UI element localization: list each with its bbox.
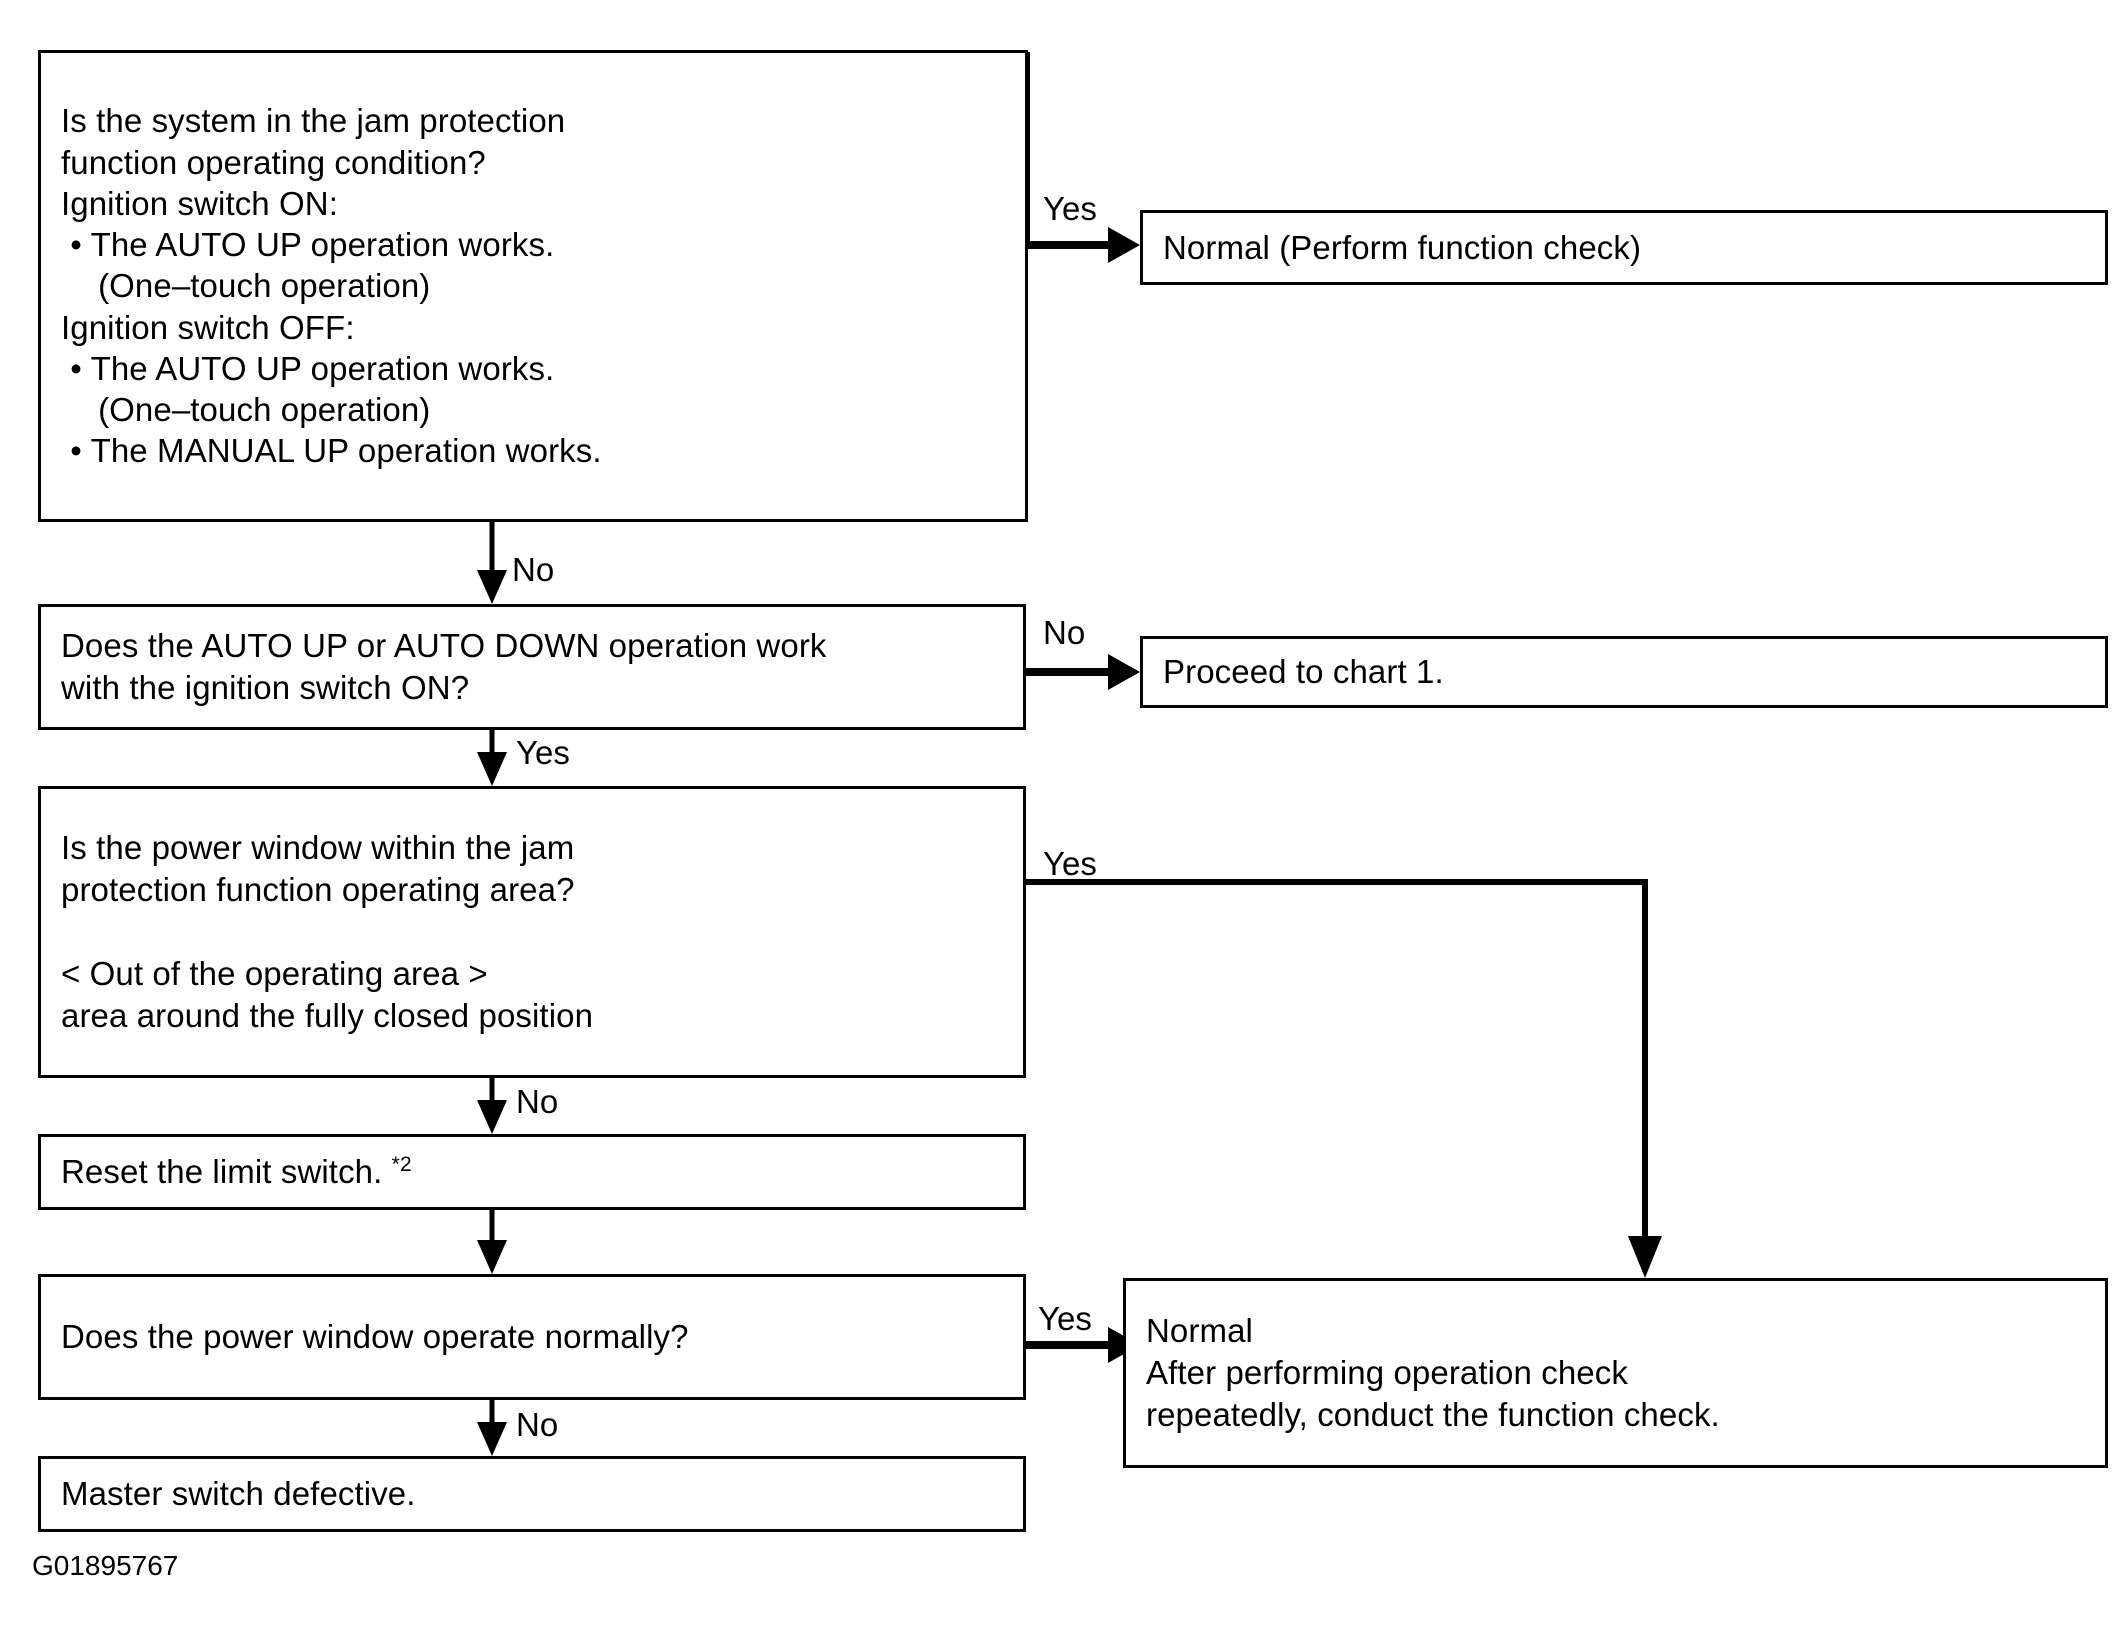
node-result-normal-perform-function-check: Normal (Perform function check) — [1140, 210, 2108, 285]
node-result-master-switch-defective: Master switch defective. — [38, 1456, 1026, 1532]
edge-label-q3-no: No — [516, 1083, 559, 1120]
node-r1-text: Normal (Perform function check) — [1163, 228, 1642, 266]
node-result-normal-operation-check: Normal After performing operation check … — [1123, 1278, 2108, 1468]
node-a1-label: Reset the limit switch. — [61, 1153, 392, 1191]
node-r2-text: Proceed to chart 1. — [1163, 653, 1444, 691]
footnote-marker: *2 — [391, 1153, 412, 1177]
edge-label-q2-no: No — [1043, 614, 1086, 651]
figure-reference-code: G01895767 — [32, 1550, 179, 1581]
node-question-auto-up-down-ignition-on: Does the AUTO UP or AUTO DOWN operation … — [38, 604, 1026, 730]
node-action-reset-limit-switch: Reset the limit switch. *2 — [38, 1134, 1026, 1210]
node-r4-text: Master switch defective. — [61, 1475, 416, 1513]
node-question-window-within-operating-area: Is the power window within the jam prote… — [38, 786, 1026, 1078]
node-question-window-operates-normally: Does the power window operate normally? — [38, 1274, 1026, 1400]
edge-label-q1-yes: Yes — [1043, 190, 1097, 227]
node-q3-text: Is the power window within the jam prote… — [61, 829, 594, 1034]
node-question-jam-protection-condition: Is the system in the jam protection func… — [38, 50, 1028, 522]
edge-label-q4-yes: Yes — [1038, 1300, 1092, 1337]
edge-label-q1-no: No — [512, 551, 555, 588]
node-result-proceed-to-chart-1: Proceed to chart 1. — [1140, 636, 2108, 708]
node-r3-text: Normal After performing operation check … — [1146, 1312, 1720, 1433]
node-q4-text: Does the power window operate normally? — [61, 1318, 689, 1356]
node-q1-text: Is the system in the jam protection func… — [61, 102, 602, 470]
node-a1-text: Reset the limit switch. *2 — [41, 1151, 1023, 1193]
node-q2-text: Does the AUTO UP or AUTO DOWN operation … — [61, 627, 827, 706]
edge-label-q2-yes: Yes — [516, 734, 570, 771]
edge-label-q3-yes: Yes — [1043, 845, 1097, 882]
edge-label-q4-no: No — [516, 1406, 559, 1443]
